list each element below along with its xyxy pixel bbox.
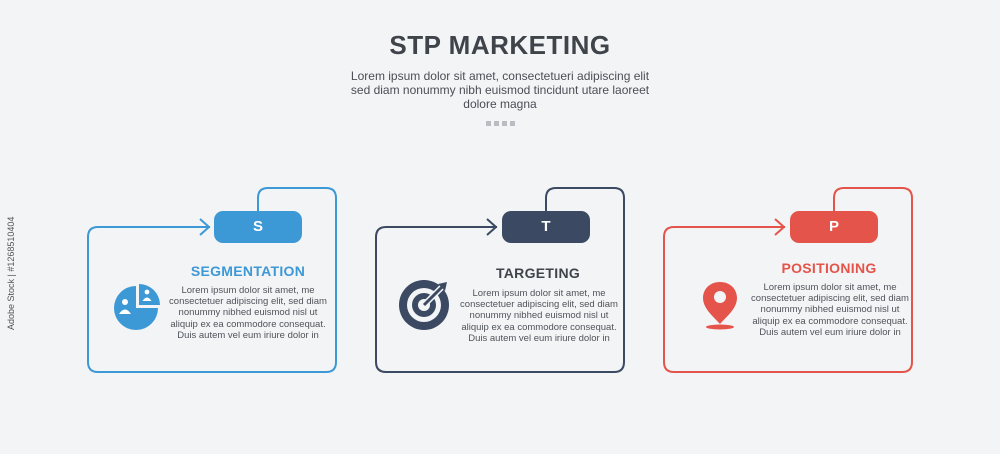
divider-dot (501, 121, 507, 126)
divider-dot (493, 121, 499, 126)
card-body-positioning: Lorem ipsum dolor sit amet, me consectet… (751, 282, 909, 338)
card-s-arrowhead (199, 218, 211, 236)
card-p-arrowhead (774, 218, 786, 236)
page-title: STP MARKETING (389, 30, 611, 60)
target-arrow-icon (399, 280, 449, 330)
pie-people-detail (119, 289, 152, 314)
page-subtitle: Lorem ipsum dolor sit amet, consectetuer… (350, 69, 650, 111)
letter-badge-t: T (502, 211, 590, 243)
card-label-segmentation: SEGMENTATION (190, 263, 306, 279)
card-t-outline (375, 187, 625, 373)
card-body-segmentation: Lorem ipsum dolor sit amet, me consectet… (169, 285, 327, 341)
card-t-arrowhead (486, 218, 498, 236)
pie-chart-people-icon (114, 284, 160, 330)
letter-badge-s: S (214, 211, 302, 243)
card-body-targeting: Lorem ipsum dolor sit amet, me consectet… (460, 288, 618, 344)
header: STP MARKETING Lorem ipsum dolor sit amet… (0, 30, 1000, 126)
location-pin-icon (703, 282, 737, 330)
letter-badge-p: P (790, 211, 878, 243)
divider-dot (509, 121, 515, 126)
divider-dots (0, 121, 1000, 126)
card-label-positioning: POSITIONING (781, 260, 877, 276)
card-p-outline (663, 187, 913, 373)
card-label-targeting: TARGETING (495, 265, 581, 281)
card-s-outline (87, 187, 337, 373)
divider-dot (485, 121, 491, 126)
side-stock-text: Adobe Stock | #1268510404 (6, 216, 16, 330)
